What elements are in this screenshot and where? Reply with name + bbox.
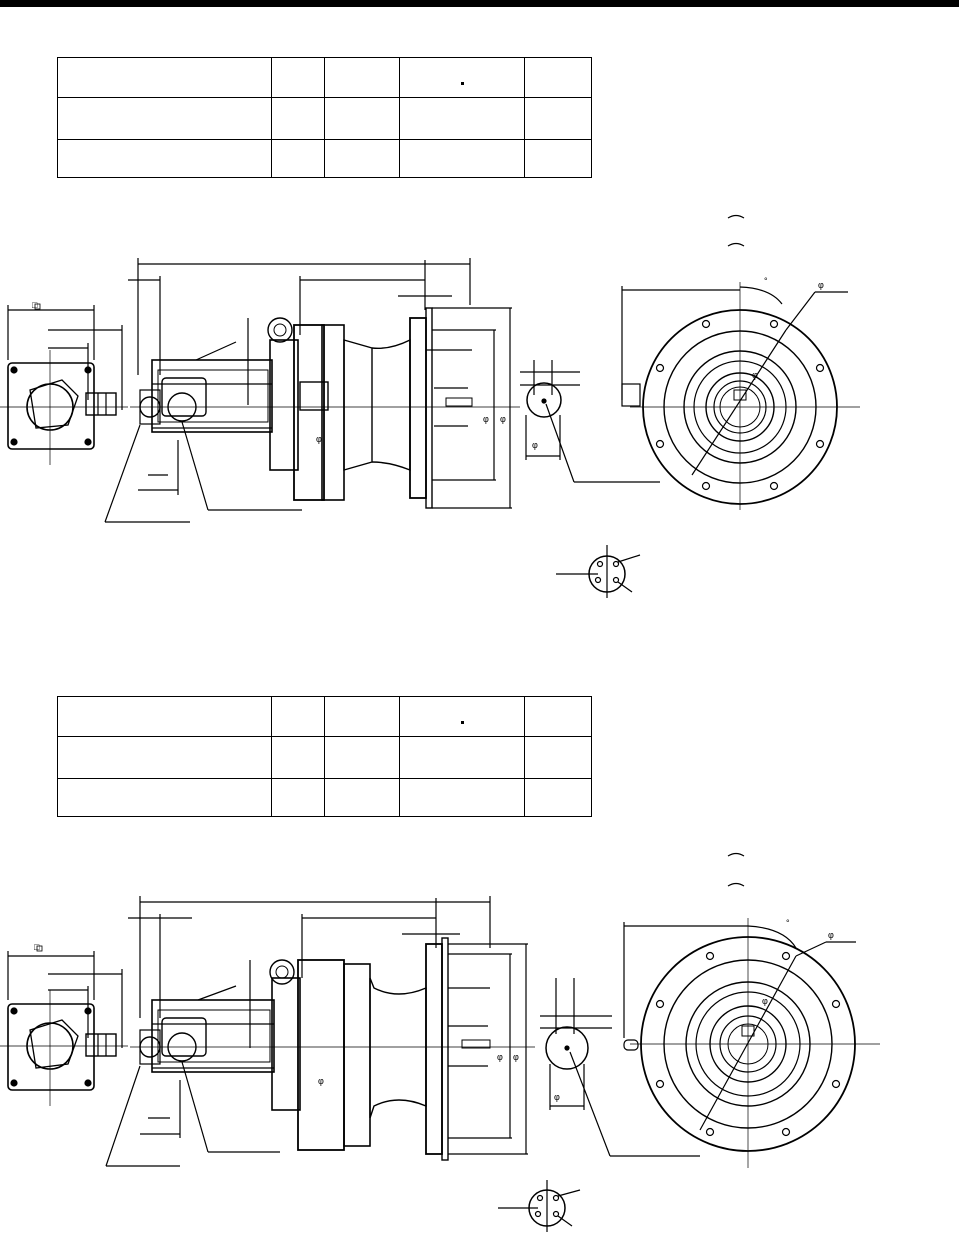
dot-mark [460,720,464,724]
header-bar [0,0,959,7]
degree-label: ° [764,276,768,286]
diameter-label: φ [318,1076,324,1086]
diameter-label: φ [500,414,506,424]
table-cell [57,139,272,178]
square-symbol-label: □ [32,300,38,310]
diameter-label: φ [497,1052,503,1062]
table-cell [271,139,325,178]
table-row [57,778,592,817]
diameter-label: φ [828,930,834,940]
table-cell [399,139,525,178]
dimension-drawing-2: □ φ φ φ φ φ φ ° [0,852,880,1232]
degree-label: ° [786,918,790,928]
table-cell [524,778,592,817]
table-cell [324,696,400,737]
diameter-label: φ [554,1092,560,1102]
table-cell [324,97,400,140]
table-row [57,139,592,178]
table-cell [324,736,400,779]
flange-front-view-icon [621,282,860,510]
table-cell [399,736,525,779]
diameter-label: φ [752,370,758,380]
table-cell [324,778,400,817]
spec-table-2 [57,696,592,817]
table-row [57,97,592,140]
table-cell [399,97,525,140]
square-symbol-label: □ [34,942,40,952]
diameter-label: φ [316,434,322,444]
table-row [57,736,592,779]
table-cell [524,736,592,779]
table-cell [271,736,325,779]
table-row [57,696,592,737]
table-cell [399,778,525,817]
table-cell [271,778,325,817]
table-cell [524,696,592,737]
servo-motor-end-view-icon [0,350,128,465]
connector-pinout-icon [556,545,641,598]
table-cell [524,57,592,98]
diameter-label: φ [513,1052,519,1062]
table-cell [524,139,592,178]
table-cell [271,97,325,140]
table-cell [57,696,272,737]
table-row [57,57,592,98]
flange-front-view-icon [623,918,880,1168]
table-cell [524,97,592,140]
table-cell [57,778,272,817]
dot-mark [460,81,464,85]
connector-pinout-icon [498,1180,581,1232]
diameter-label: φ [483,414,489,424]
diameter-label: φ [762,996,768,1006]
table-cell [57,736,272,779]
table-cell [324,139,400,178]
table-cell [324,57,400,98]
dimension-drawing-1: □ φ φ φ φ φ φ ° [0,214,860,598]
table-cell [57,57,272,98]
table-cell [271,57,325,98]
diameter-label: φ [818,280,824,290]
table-cell [57,97,272,140]
spec-table-1 [57,57,592,178]
servo-motor-end-view-icon [0,990,128,1106]
table-cell [271,696,325,737]
table-cell [399,57,525,98]
table-cell [399,696,525,737]
diameter-label: φ [532,440,538,450]
